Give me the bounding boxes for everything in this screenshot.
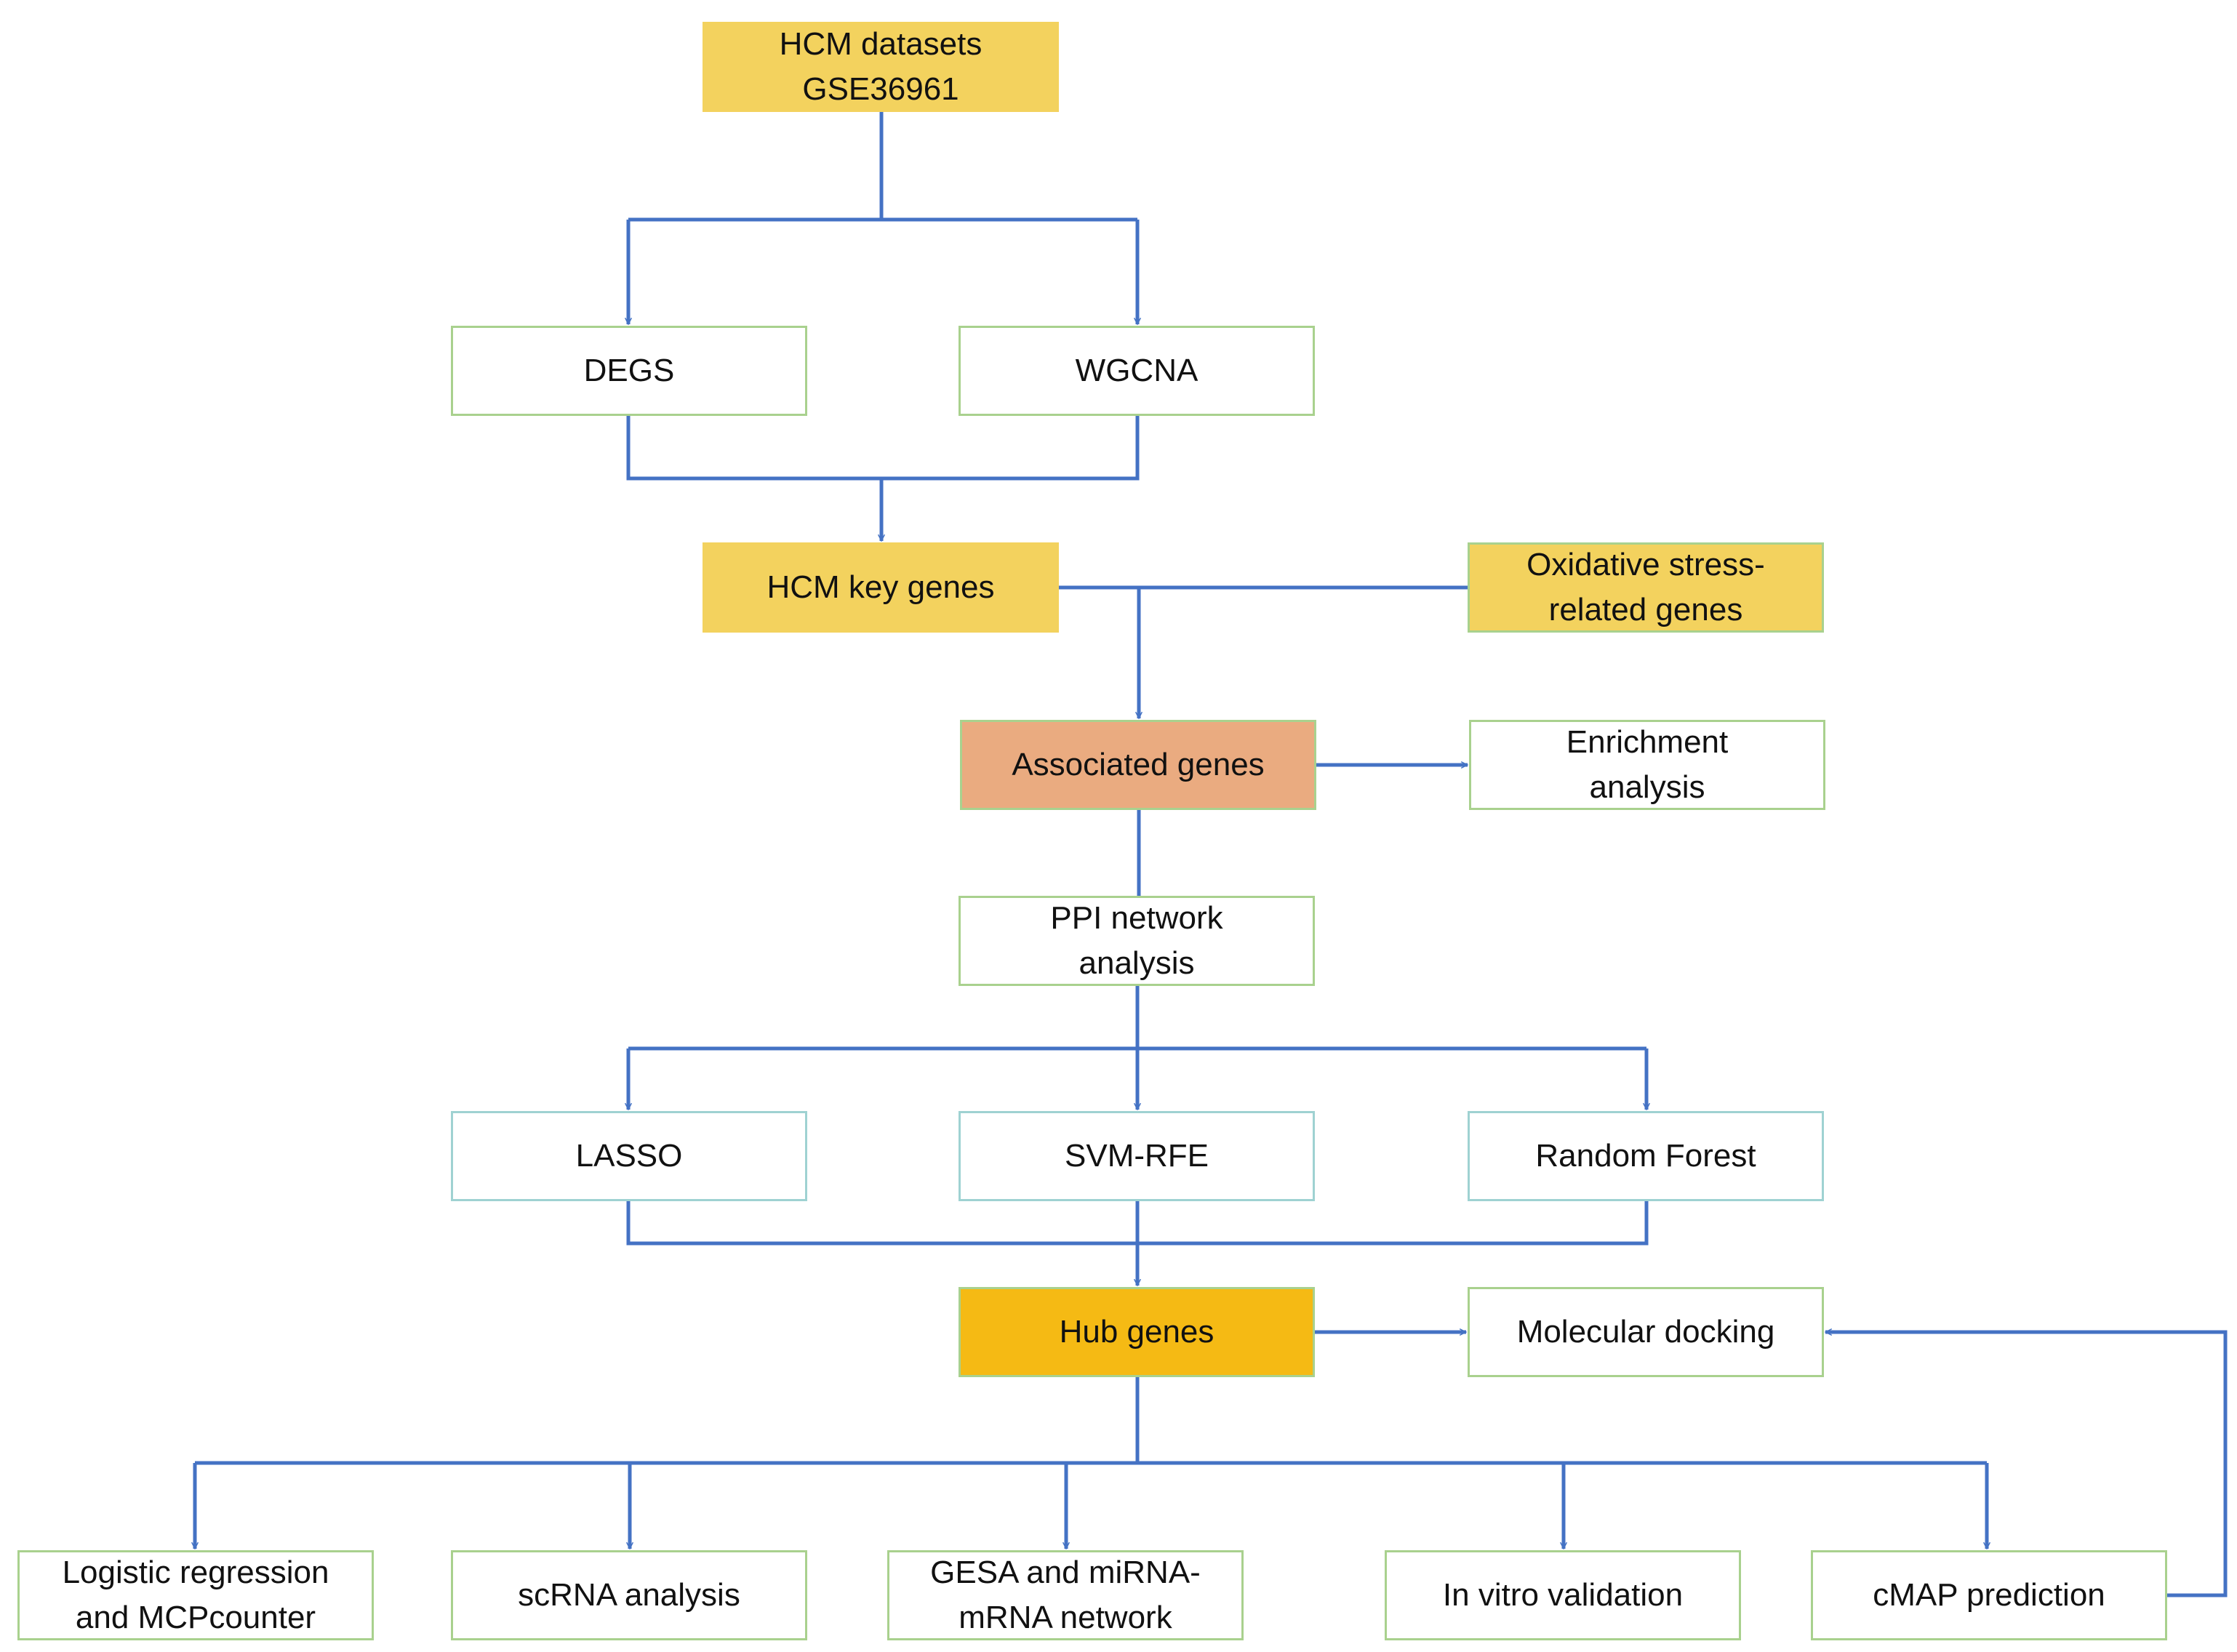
oxidative-line2: related genes [1548,592,1743,627]
wgcna-label: WGCNA [1075,353,1198,388]
logistic-line1: Logistic regression [62,1555,329,1590]
cmap-prediction-box: cMAP prediction [1811,1550,2167,1640]
degs-label: DEGS [583,353,675,388]
enrichment-analysis-box: Enrichment analysis [1469,720,1825,810]
svm-rfe-box: SVM-RFE [959,1111,1315,1201]
enrichment-line2: analysis [1589,769,1705,805]
hcm-datasets-line1: HCM datasets [779,26,983,62]
enrichment-line1: Enrichment [1566,724,1729,760]
scrna-label: scRNA analysis [518,1577,740,1613]
associated-genes-label: Associated genes [1012,747,1265,782]
gesa-mirna-box: GESA and miRNA- mRNA network [887,1550,1244,1640]
oxidative-line1: Oxidative stress- [1526,547,1765,582]
cmap-label: cMAP prediction [1873,1577,2105,1613]
in-vitro-validation-box: In vitro validation [1385,1550,1741,1640]
oxidative-stress-box: Oxidative stress- related genes [1468,542,1824,633]
gesa-line2: mRNA network [959,1600,1172,1635]
ppi-network-box: PPI network analysis [959,896,1315,986]
ppi-line1: PPI network [1050,900,1223,936]
logistic-line2: and MCPcounter [75,1600,316,1635]
associated-genes-box: Associated genes [960,720,1316,810]
hcm-key-genes-label: HCM key genes [767,569,995,605]
scrna-analysis-box: scRNA analysis [451,1550,807,1640]
molecular-docking-label: Molecular docking [1516,1314,1775,1350]
random-forest-label: Random Forest [1535,1138,1756,1174]
random-forest-box: Random Forest [1468,1111,1824,1201]
degs-box: DEGS [451,326,807,416]
arrow-cmap-to-docking [1825,1332,2228,1597]
hcm-datasets-box: HCM datasets GSE36961 [703,22,1059,112]
svm-rfe-label: SVM-RFE [1065,1138,1209,1174]
wgcna-box: WGCNA [959,326,1315,416]
in-vitro-label: In vitro validation [1442,1577,1684,1613]
hcm-datasets-line2: GSE36961 [802,71,959,107]
logistic-regression-box: Logistic regression and MCPcounter [17,1550,374,1640]
lasso-label: LASSO [575,1138,683,1174]
connector-degs-wgcna-merge [626,416,1140,481]
lasso-box: LASSO [451,1111,807,1201]
hub-genes-label: Hub genes [1059,1314,1214,1350]
gesa-line1: GESA and miRNA- [930,1555,1201,1590]
hcm-key-genes-box: HCM key genes [703,542,1059,633]
molecular-docking-box: Molecular docking [1468,1287,1824,1377]
hub-genes-box: Hub genes [959,1287,1315,1377]
ppi-line2: analysis [1079,945,1195,981]
